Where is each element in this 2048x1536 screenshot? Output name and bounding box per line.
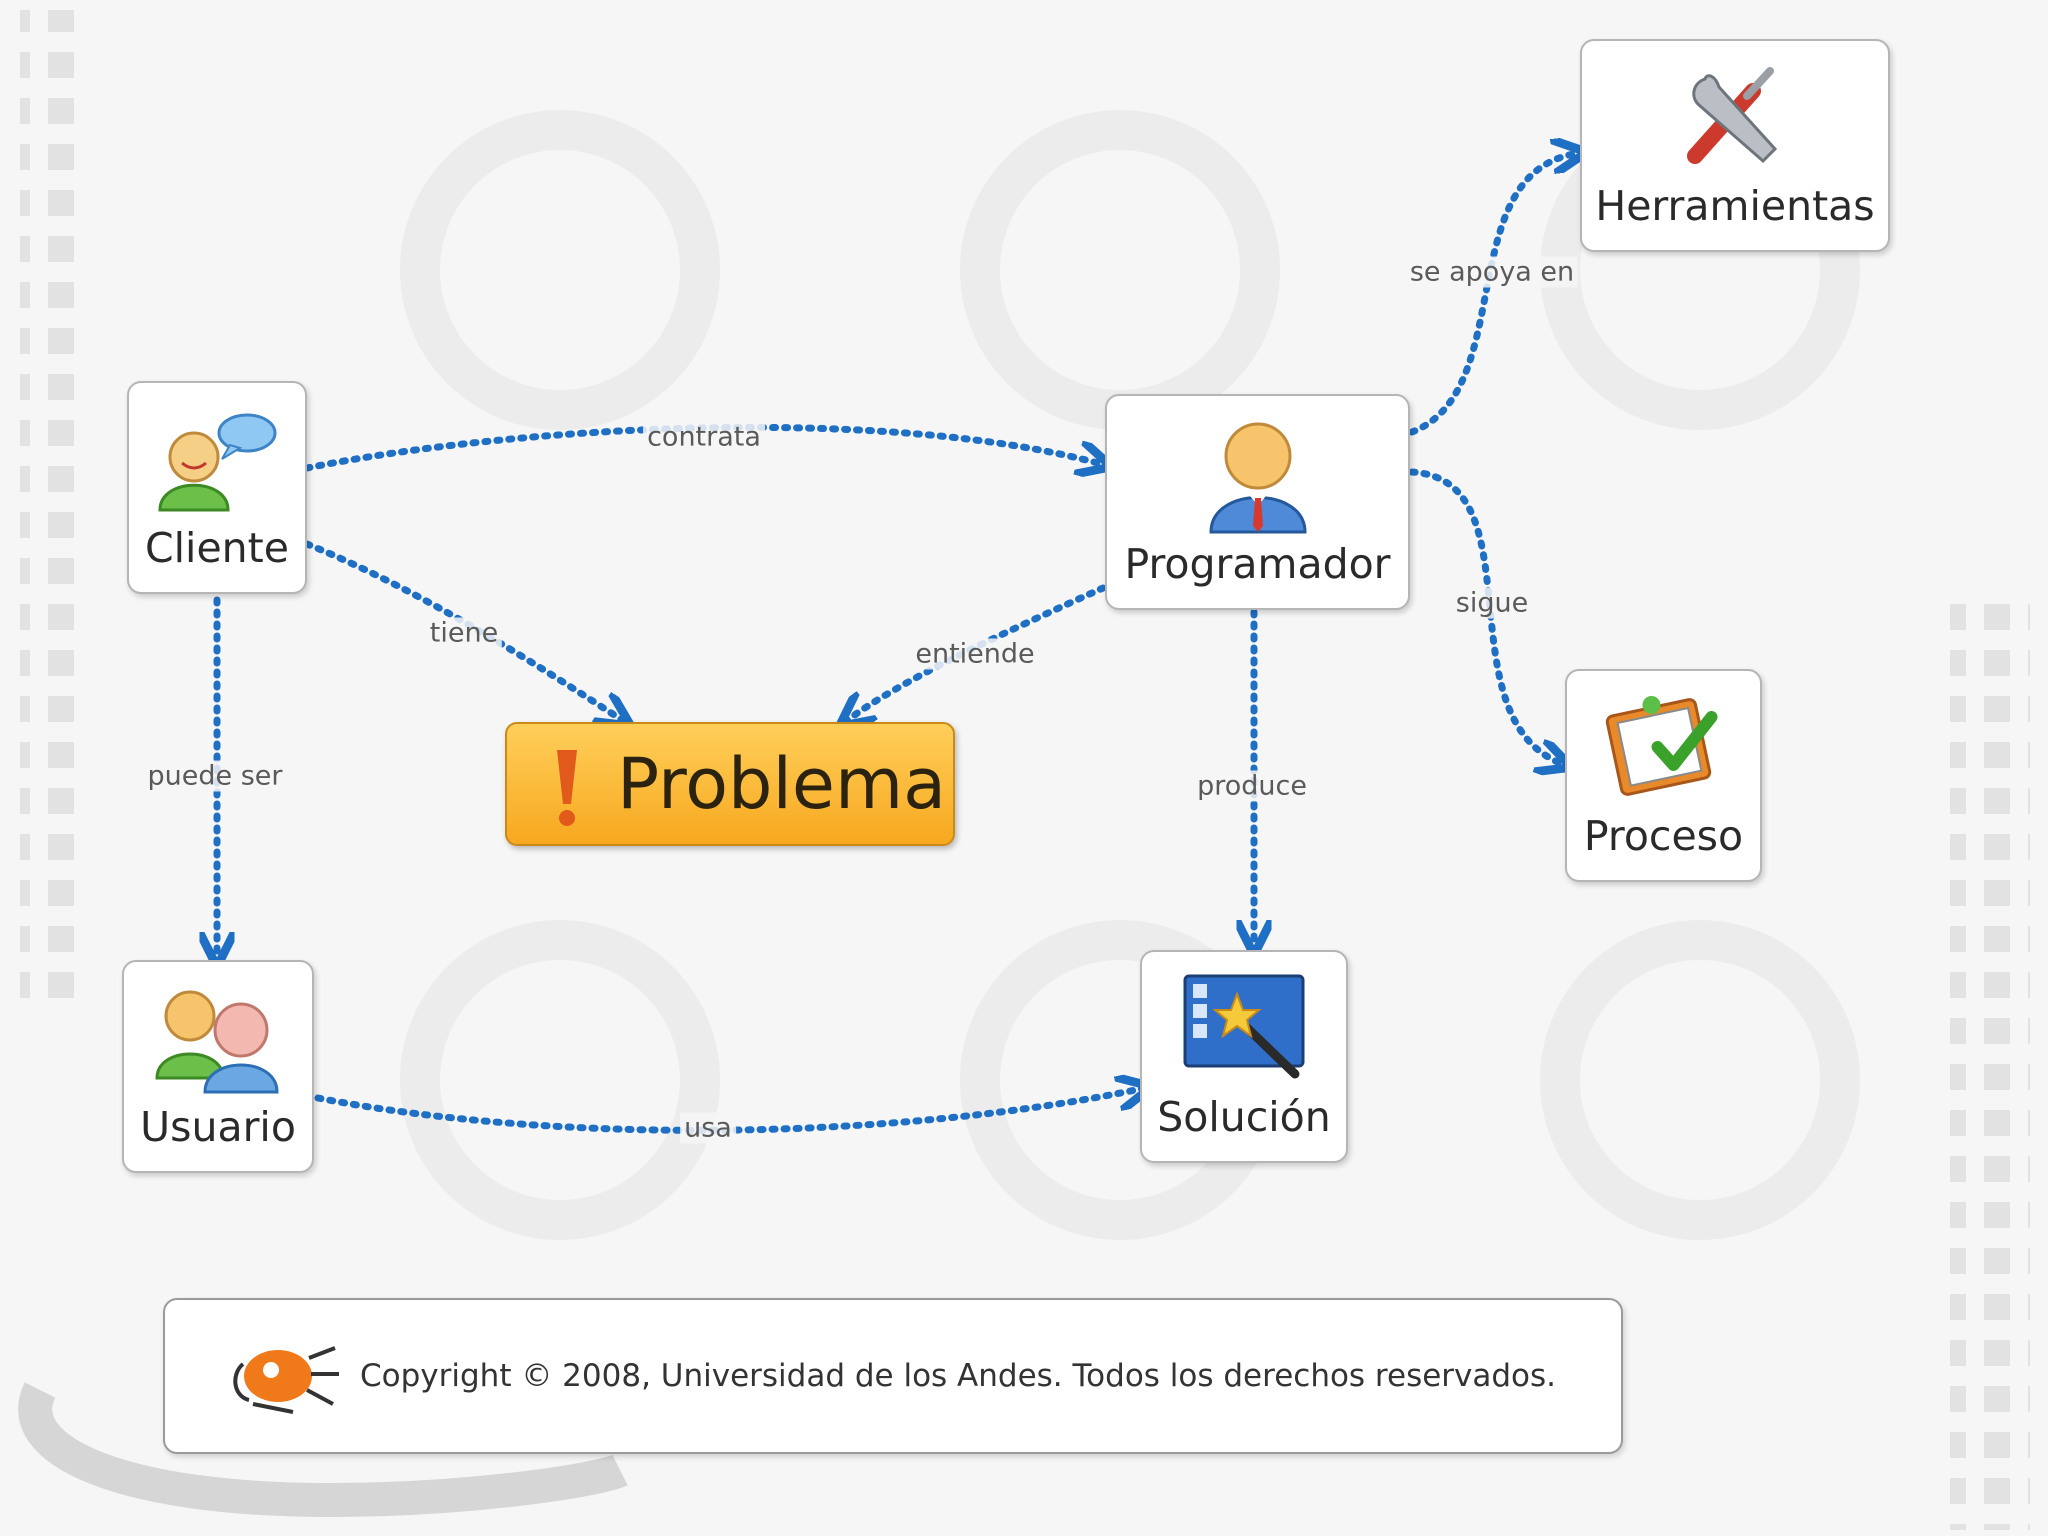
node-cliente[interactable]: Cliente bbox=[127, 381, 307, 594]
users-group-icon bbox=[155, 990, 279, 1094]
edge-label-produce: produce bbox=[1193, 770, 1311, 802]
edge-label-se-apoya-en: se apoya en bbox=[1405, 256, 1579, 288]
copyright-text: Copyright © 2008, Universidad de los And… bbox=[360, 1358, 1557, 1394]
background-decoration bbox=[18, 10, 2030, 1530]
node-solucion[interactable]: Solución bbox=[1140, 950, 1348, 1163]
node-proceso[interactable]: Proceso bbox=[1565, 669, 1762, 882]
edge-label-entiende: entiende bbox=[911, 638, 1039, 670]
edge-label-usa: usa bbox=[680, 1112, 736, 1144]
node-label: Cliente bbox=[145, 524, 289, 572]
node-usuario[interactable]: Usuario bbox=[122, 960, 314, 1173]
tools-icon bbox=[1687, 67, 1778, 164]
node-problema[interactable]: Problema bbox=[505, 722, 955, 846]
edge-label-puede-ser: puede ser bbox=[143, 760, 287, 792]
node-label: Proceso bbox=[1583, 812, 1744, 860]
client-user-icon bbox=[158, 413, 277, 512]
node-label: Herramientas bbox=[1595, 182, 1875, 230]
node-programador[interactable]: Programador bbox=[1105, 394, 1410, 610]
magic-wand-window-icon bbox=[1183, 974, 1305, 1079]
node-label: Programador bbox=[1124, 540, 1391, 588]
node-herramientas[interactable]: Herramientas bbox=[1580, 39, 1890, 252]
node-label: Problema bbox=[617, 743, 947, 825]
edge-label-sigue: sigue bbox=[1451, 587, 1533, 619]
node-label: Solución bbox=[1157, 1093, 1331, 1141]
copyright-banner: Copyright © 2008, Universidad de los And… bbox=[163, 1298, 1623, 1454]
edge-se-apoya-en bbox=[1408, 153, 1580, 436]
edge-label-tiene: tiene bbox=[425, 617, 503, 649]
edge-sigue bbox=[1408, 468, 1565, 765]
node-label: Usuario bbox=[140, 1103, 296, 1151]
university-mascot-logo bbox=[233, 1346, 339, 1414]
checklist-icon bbox=[1605, 696, 1717, 796]
exclamation-icon bbox=[557, 750, 577, 826]
edge-label-contrata: contrata bbox=[643, 421, 765, 453]
programmer-user-icon bbox=[1208, 422, 1307, 534]
